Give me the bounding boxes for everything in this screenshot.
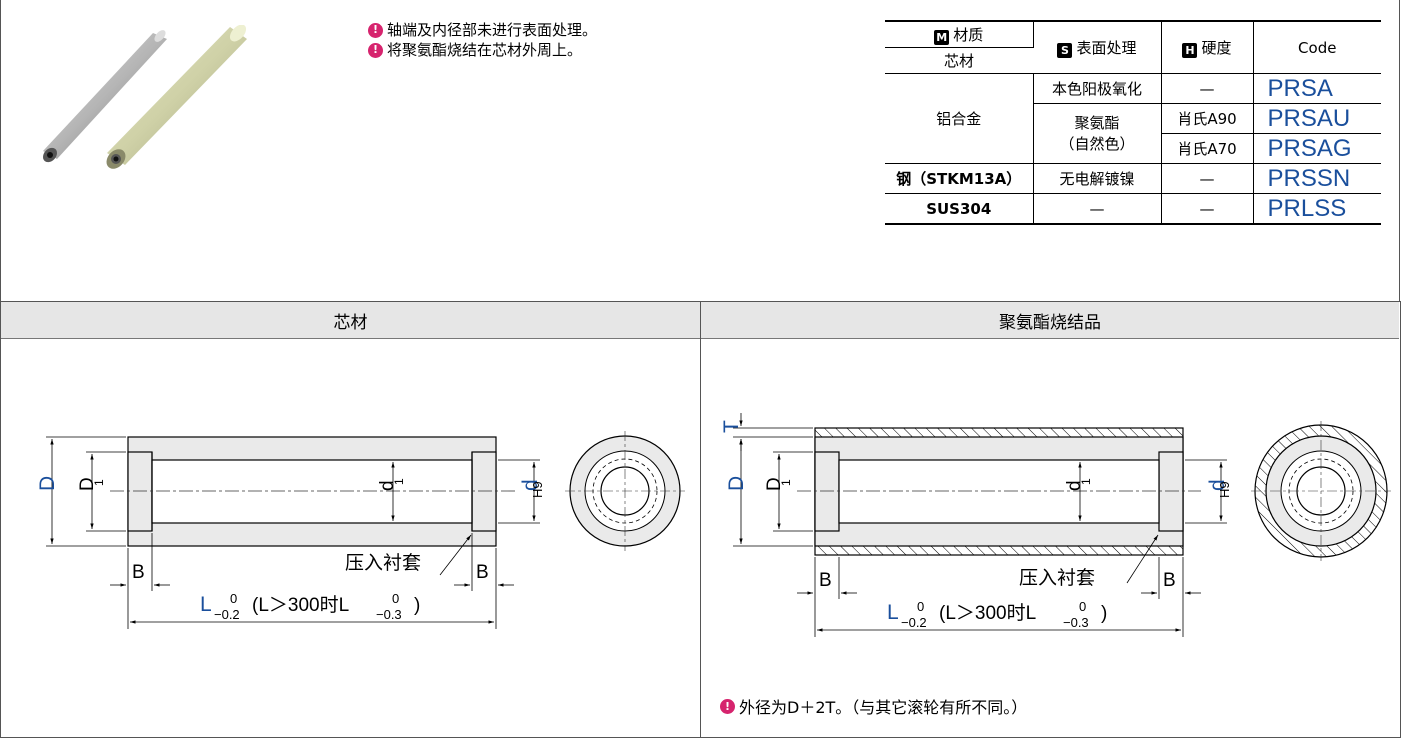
code-header: Code xyxy=(1253,20,1381,74)
svg-text:−0.2: −0.2 xyxy=(901,615,927,630)
svg-text:): ) xyxy=(414,595,420,616)
cell-anodize: 本色阳极氧化 xyxy=(1033,73,1162,104)
svg-text:): ) xyxy=(1101,603,1107,624)
warning-icon: ! xyxy=(720,698,735,714)
svg-text:−0.3: −0.3 xyxy=(376,607,402,622)
cell-dash: — xyxy=(1161,73,1254,104)
dim-d1: d xyxy=(377,480,398,491)
sintered-drawing: T D d H9 D 1 d 1 B B 压入衬套 L 0 −0.2 (L＞30… xyxy=(720,413,1391,637)
core-header: 芯材 xyxy=(885,47,1033,74)
sintered-end-view xyxy=(1251,421,1391,561)
note-item: !将聚氨酯烧结在芯材外周上。 xyxy=(368,40,597,60)
cell-dash: — xyxy=(1161,193,1254,225)
dim-B-left: B xyxy=(819,570,832,591)
dim-d1: d xyxy=(1064,480,1085,491)
cell-a90: 肖氏A90 xyxy=(1161,103,1254,134)
label-press-bush: 压入衬套 xyxy=(1019,567,1095,589)
cell-aluminum: 铝合金 xyxy=(885,73,1034,164)
svg-text:L: L xyxy=(887,601,899,624)
code-prssn[interactable]: PRSSN xyxy=(1253,163,1381,194)
svg-text:L: L xyxy=(200,593,212,616)
dim-B-left: B xyxy=(132,562,145,583)
cell-sus304: SUS304 xyxy=(885,193,1034,225)
section-title-core: 芯材 xyxy=(1,302,700,339)
cell-a70: 肖氏A70 xyxy=(1161,133,1254,164)
svg-text:1: 1 xyxy=(392,478,406,485)
polyurethane-roller-picture xyxy=(106,25,247,169)
dim-D1: D xyxy=(764,477,785,491)
cell-polyurethane: 聚氨酯（自然色） xyxy=(1033,103,1162,164)
dim-H9: H9 xyxy=(1217,481,1232,498)
dim-L: L 0 −0.2 (L＞300时L 0 −0.3 ) xyxy=(200,591,420,622)
cell-electroless: 无电解镀镍 xyxy=(1033,163,1162,194)
cell-dash: — xyxy=(1033,193,1162,225)
code-prsau[interactable]: PRSAU xyxy=(1253,103,1381,134)
dim-dH9: d xyxy=(1206,479,1229,491)
dim-B-right: B xyxy=(1163,570,1176,591)
notes: !轴端及内径部未进行表面处理。 !将聚氨酯烧结在芯材外周上。 xyxy=(368,20,597,60)
warning-icon: ! xyxy=(368,22,383,38)
dim-D1: D xyxy=(77,477,98,491)
svg-text:1: 1 xyxy=(779,479,793,486)
warning-icon: ! xyxy=(368,42,383,58)
dim-D: D xyxy=(36,476,59,491)
core-end-view xyxy=(565,431,685,551)
svg-text:0: 0 xyxy=(1079,599,1086,614)
svg-text:1: 1 xyxy=(1079,478,1093,485)
svg-text:(L＞300时L: (L＞300时L xyxy=(939,602,1036,624)
dim-T: T xyxy=(720,420,743,433)
aluminum-roller-picture xyxy=(43,30,167,163)
code-prlss[interactable]: PRLSS xyxy=(1253,193,1381,225)
code-prsag[interactable]: PRSAG xyxy=(1253,133,1381,164)
dim-B-right: B xyxy=(476,562,489,583)
svg-text:0: 0 xyxy=(917,599,924,614)
cell-steel: 钢（STKM13A） xyxy=(885,163,1034,194)
svg-text:0: 0 xyxy=(392,591,399,606)
dim-dH9: d xyxy=(519,479,542,491)
svg-text:1: 1 xyxy=(92,479,106,486)
svg-text:(L＞300时L: (L＞300时L xyxy=(252,594,349,616)
svg-text:−0.3: −0.3 xyxy=(1063,615,1089,630)
svg-text:0: 0 xyxy=(230,591,237,606)
code-prsa[interactable]: PRSA xyxy=(1253,73,1381,104)
dim-L: L 0 −0.2 (L＞300时L 0 −0.3 ) xyxy=(887,599,1107,630)
core-drawing: D d H9 D 1 d 1 B B 压入衬套 L 0 −0.2 (L＞300时… xyxy=(36,431,685,629)
dim-H9: H9 xyxy=(530,481,545,498)
footnote: ! 外径为D＋2T。（与其它滚轮有所不同。） xyxy=(720,694,1027,718)
label-press-bush: 压入衬套 xyxy=(345,552,421,574)
cell-dash: — xyxy=(1161,163,1254,194)
section-title-sintered: 聚氨酯烧结品 xyxy=(701,302,1399,339)
dim-D: D xyxy=(725,476,748,491)
note-item: !轴端及内径部未进行表面处理。 xyxy=(368,20,597,40)
product-image xyxy=(43,25,247,169)
svg-text:−0.2: −0.2 xyxy=(214,607,240,622)
